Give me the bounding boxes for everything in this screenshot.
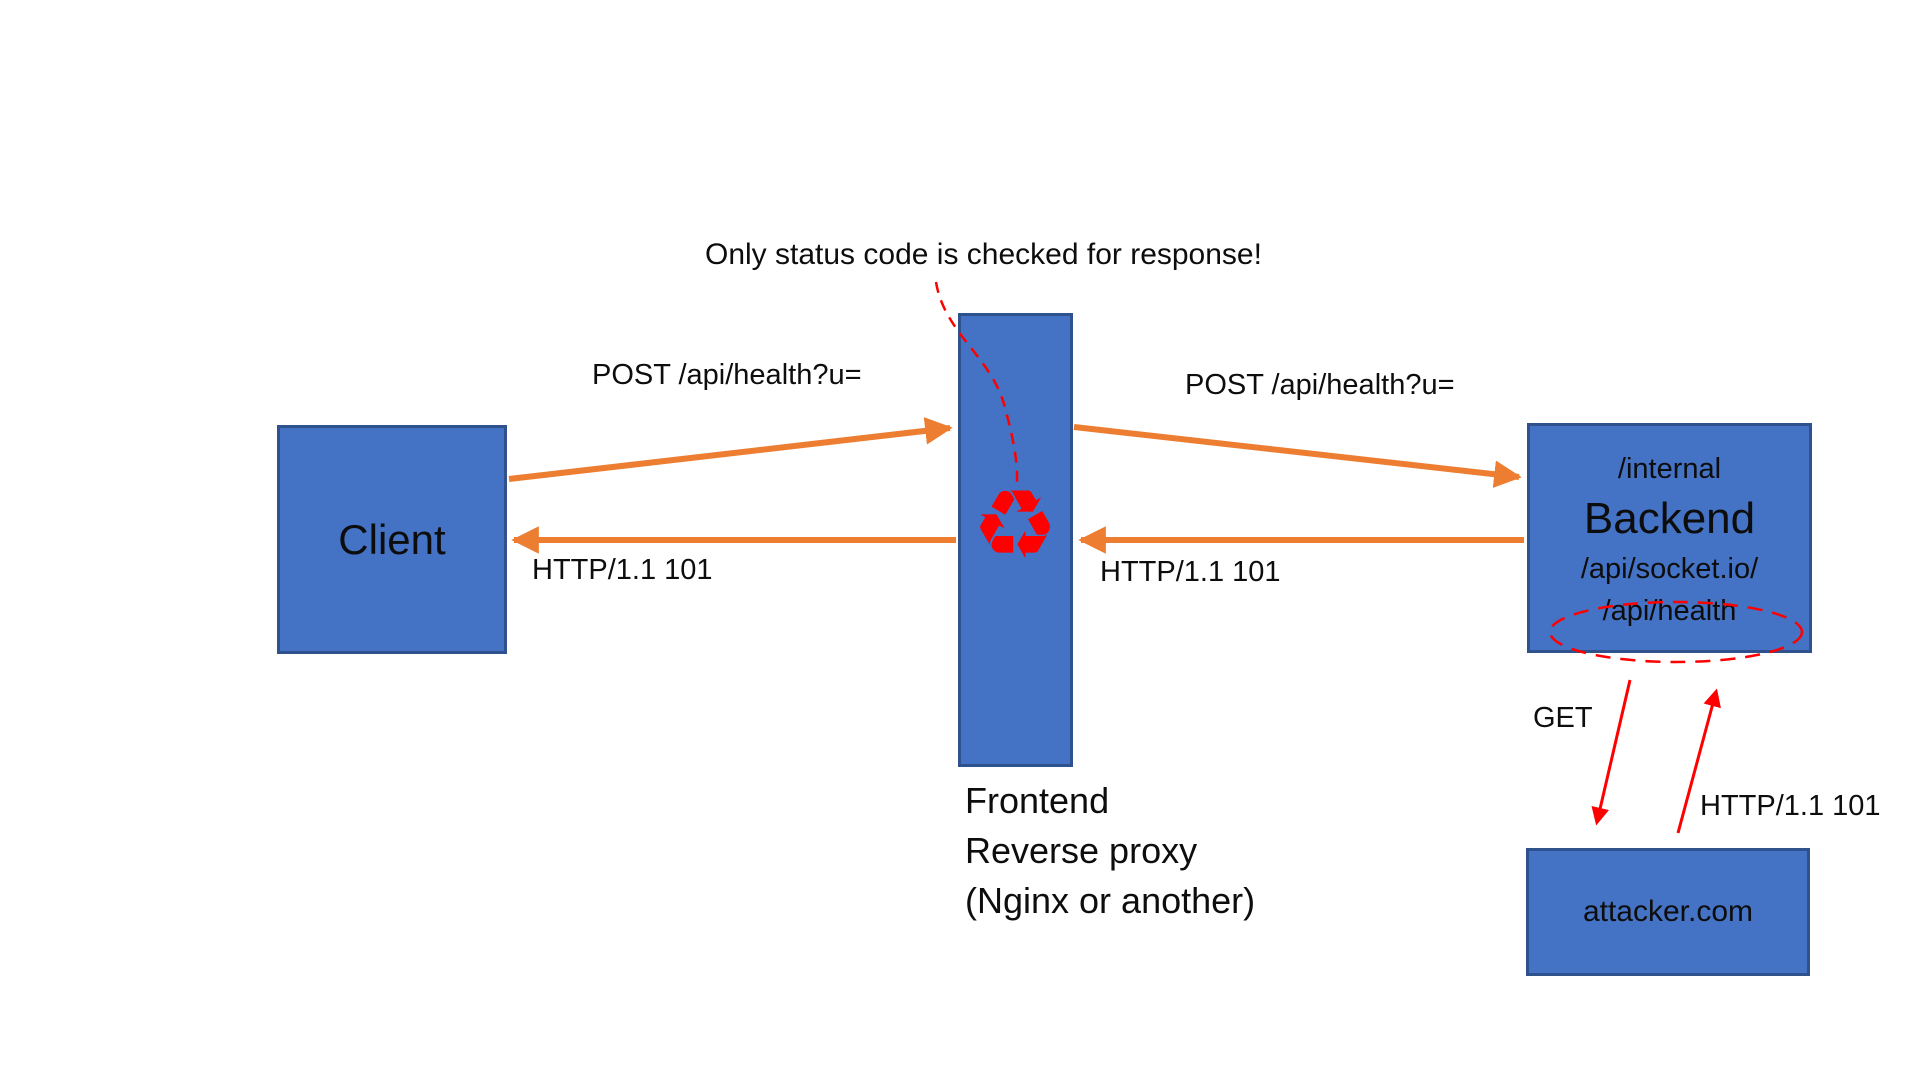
arrow-backend-to-attacker xyxy=(1591,679,1632,826)
edge-label-attacker-to-backend: HTTP/1.1 101 xyxy=(1700,790,1881,822)
edge-label-proxy-to-client: HTTP/1.1 101 xyxy=(532,554,713,586)
annotation-note: Only status code is checked for response… xyxy=(705,238,1262,271)
client-node: Client xyxy=(277,425,507,654)
proxy-caption-line1: Frontend xyxy=(965,780,1110,821)
arrow-proxy-to-backend xyxy=(1073,424,1522,488)
edge-label-backend-to-proxy: HTTP/1.1 101 xyxy=(1100,556,1281,588)
backend-path-health: /api/health xyxy=(1602,595,1737,627)
edge-label-proxy-to-backend: POST /api/health?u= xyxy=(1185,369,1455,401)
backend-title: Backend xyxy=(1583,494,1756,543)
proxy-caption-line3: (Nginx or another) xyxy=(965,880,1256,921)
backend-path-internal: /internal xyxy=(1617,453,1722,485)
attacker-label: attacker.com xyxy=(1582,895,1754,928)
edge-label-backend-to-attacker: GET xyxy=(1533,702,1593,734)
backend-node: /internal Backend /api/socket.io/ /api/h… xyxy=(1527,423,1812,653)
edge-label-client-to-proxy: POST /api/health?u= xyxy=(592,359,862,391)
attacker-node: attacker.com xyxy=(1526,848,1810,976)
recycle-icon: ♻ xyxy=(972,472,1059,579)
proxy-caption: Frontend Reverse proxy (Nginx or another… xyxy=(965,776,1255,926)
arrow-client-to-proxy xyxy=(508,417,953,482)
proxy-caption-line2: Reverse proxy xyxy=(965,830,1198,871)
backend-path-socketio: /api/socket.io/ xyxy=(1580,553,1759,585)
client-label: Client xyxy=(338,515,446,563)
